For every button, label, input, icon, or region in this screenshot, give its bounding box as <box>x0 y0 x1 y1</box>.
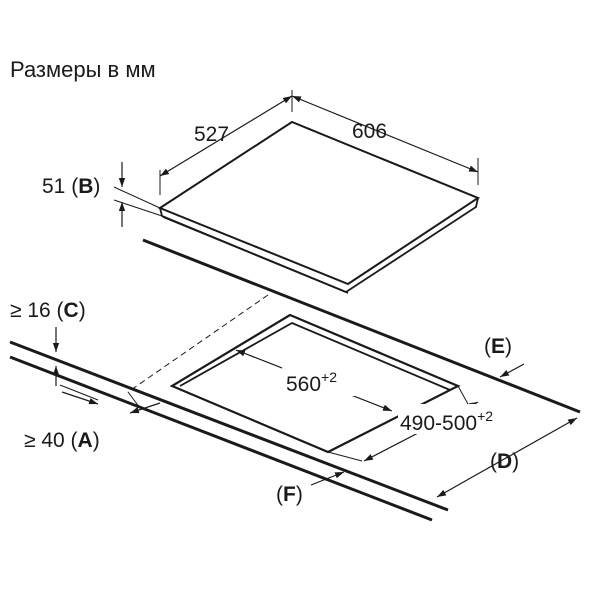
dimensions-caption: Размеры в мм <box>10 57 156 82</box>
hob-width-dimension: 527 <box>159 90 293 195</box>
hob-depth-dimension: 606 <box>291 95 479 185</box>
hob-height-label: 51 (B) <box>42 175 100 198</box>
worktop-back-edge <box>142 238 581 414</box>
worktop-front-edge-bottom <box>9 355 433 522</box>
hob-projection-guide <box>127 294 269 393</box>
clearance-a-label: ≥ 40 (A) <box>24 429 100 452</box>
hob-front-edge <box>159 197 479 294</box>
hob-front-bottom <box>162 216 349 294</box>
clearance-e-label: (E) <box>484 335 512 358</box>
clearance-d-dimension: (D) <box>436 417 578 498</box>
worktop-front-edge-top <box>9 340 449 512</box>
clearance-a-dimension: ≥ 40 (A) <box>24 384 161 452</box>
clearance-e-dimension: (E) <box>484 335 525 378</box>
hob-depth-label: 606 <box>352 120 387 143</box>
cutout-inner-edge <box>179 321 451 391</box>
clearance-f-dimension: (F) <box>276 471 345 506</box>
clearance-c-dimension: ≥ 16 (C) <box>10 299 86 386</box>
clearance-f-label: (F) <box>276 483 303 506</box>
worktop <box>9 238 581 522</box>
hob-height-dimension: 51 (B) <box>42 162 163 227</box>
hob-top-surface <box>157 120 481 286</box>
cutout-width-dimension: 560+2 <box>235 349 393 412</box>
clearance-c-label: ≥ 16 (C) <box>10 299 86 322</box>
clearance-d-label: (D) <box>490 450 519 473</box>
hob-width-label: 527 <box>194 123 229 146</box>
cutout-width-label: 560+2 <box>286 369 337 396</box>
